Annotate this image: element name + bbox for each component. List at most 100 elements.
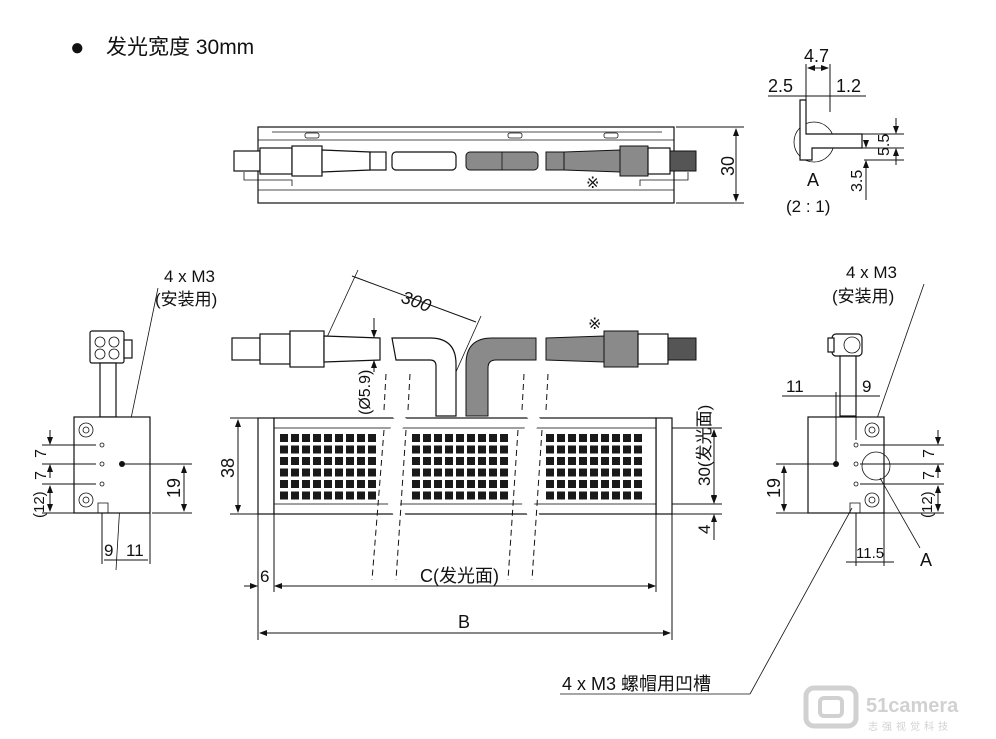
led (489, 480, 497, 488)
led (579, 445, 587, 454)
led (623, 468, 631, 477)
led (634, 468, 642, 477)
left-dim-7-bottom: 7 (33, 471, 50, 480)
led (324, 434, 332, 442)
watermark-sub: 志强视觉科技 (868, 720, 952, 733)
led (302, 491, 310, 500)
right-dim-11-5: 11.5 (856, 545, 884, 562)
left-dim-7-top: 7 (33, 449, 50, 458)
led (368, 480, 376, 488)
led (280, 468, 288, 477)
front-cable-diameter: (Ø5.9) (357, 370, 374, 415)
led (557, 457, 565, 465)
led (412, 434, 420, 442)
led (324, 445, 332, 454)
led (335, 434, 343, 442)
led (302, 445, 310, 454)
led (467, 468, 475, 477)
detail-a-dim-3-5: 3.5 (849, 170, 866, 192)
front-dim-38: 38 (218, 458, 238, 478)
detail-a-dim-2-5: 2.5 (768, 76, 793, 96)
led (445, 468, 453, 477)
led (412, 457, 420, 465)
led-grid (280, 434, 642, 500)
led (500, 434, 508, 442)
front-view: 300 (Ø5.9) ※ (218, 269, 722, 640)
led (423, 491, 431, 500)
led (368, 457, 376, 465)
led (568, 491, 576, 500)
led (478, 491, 486, 500)
led (623, 480, 631, 488)
led (302, 468, 310, 477)
page-title: 发光宽度 30mm (106, 36, 254, 59)
led (612, 491, 620, 500)
led (590, 445, 598, 454)
led (291, 457, 299, 465)
led (568, 434, 576, 442)
led (467, 434, 475, 442)
led (500, 445, 508, 454)
led (434, 445, 442, 454)
left-dim-19: 19 (164, 478, 184, 498)
led (291, 480, 299, 488)
front-cable-length: 300 (399, 287, 434, 316)
led (590, 434, 598, 442)
led (357, 468, 365, 477)
led (478, 468, 486, 477)
led (346, 480, 354, 488)
led (324, 491, 332, 500)
detail-a-dim-5-5: 5.5 (876, 134, 893, 156)
led (291, 445, 299, 454)
led (634, 491, 642, 500)
led (302, 480, 310, 488)
led (434, 491, 442, 500)
led (546, 480, 554, 488)
led (546, 491, 554, 500)
led (489, 445, 497, 454)
led (634, 434, 642, 442)
led (612, 480, 620, 488)
right-dim-9: 9 (862, 377, 871, 396)
led (302, 434, 310, 442)
front-dim-b: B (458, 612, 470, 632)
led (601, 445, 609, 454)
led (568, 457, 576, 465)
led (456, 480, 464, 488)
led (368, 434, 376, 442)
led (357, 445, 365, 454)
led (302, 457, 310, 465)
led (357, 434, 365, 442)
led (313, 434, 321, 442)
detail-a-dim-1-2: 1.2 (836, 76, 861, 96)
led (467, 491, 475, 500)
led (601, 457, 609, 465)
led (590, 491, 598, 500)
led (579, 491, 587, 500)
led (368, 468, 376, 477)
led (324, 480, 332, 488)
led (546, 468, 554, 477)
led (478, 457, 486, 465)
led (335, 457, 343, 465)
led (590, 457, 598, 465)
led (313, 491, 321, 500)
left-dim-9: 9 (104, 541, 113, 560)
right-dim-7-top: 7 (921, 449, 938, 458)
led (557, 434, 565, 442)
led (335, 480, 343, 488)
led (423, 468, 431, 477)
led (467, 445, 475, 454)
led (280, 491, 288, 500)
led (291, 491, 299, 500)
led (335, 491, 343, 500)
led (445, 457, 453, 465)
led (489, 491, 497, 500)
led (568, 480, 576, 488)
led (489, 457, 497, 465)
groove-note: 4 x M3 螺帽用凹槽 (560, 507, 853, 695)
led (280, 480, 288, 488)
left-dim-11: 11 (126, 541, 144, 560)
